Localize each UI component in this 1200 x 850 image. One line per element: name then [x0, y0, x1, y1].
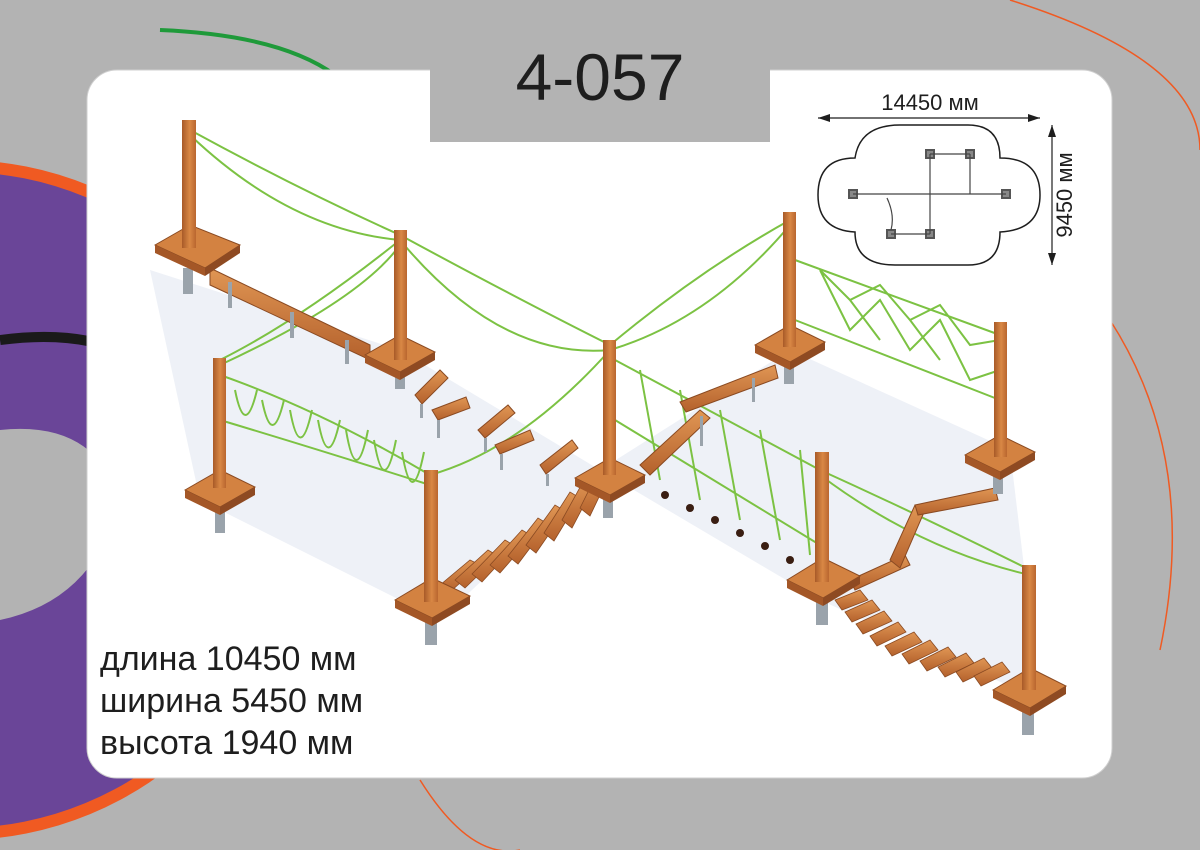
platform-side — [965, 455, 1000, 480]
rope — [219, 419, 431, 486]
specifications: длина 10450 мм ширина 5450 мм высота 194… — [100, 640, 363, 762]
post-footing — [784, 360, 794, 384]
zigzag-beam — [639, 409, 711, 476]
platform-side — [432, 596, 470, 626]
post-footing — [183, 268, 193, 294]
plan-width-label: 14450 мм — [881, 90, 979, 115]
rope — [819, 474, 1031, 576]
rope-nets — [189, 129, 1031, 576]
zigzag-beam — [679, 364, 779, 413]
rope — [189, 134, 401, 241]
stump-legs — [420, 404, 549, 486]
wooden-post — [603, 340, 616, 475]
platform-side — [787, 580, 823, 606]
dimension-arrow — [1048, 253, 1056, 265]
playground-illustration — [150, 120, 1068, 735]
dimension-arrow — [1028, 114, 1040, 122]
stepping-stumps — [414, 369, 579, 475]
wooden-post — [994, 322, 1007, 457]
post-footing — [603, 492, 613, 518]
rope — [189, 129, 401, 236]
plan-view: 14450 мм 9450 мм — [817, 90, 1077, 266]
post-footing — [215, 505, 225, 533]
wooden-post — [1022, 565, 1036, 690]
platform-side — [1030, 686, 1066, 716]
platform-side — [610, 475, 645, 503]
rope — [819, 469, 1031, 571]
post-footing — [993, 470, 1003, 494]
dimension-arrow — [1048, 125, 1056, 137]
platform-side — [790, 342, 825, 370]
platform-side — [365, 355, 400, 380]
posts — [153, 120, 1068, 735]
diamond-net-frame — [794, 259, 1001, 401]
rope — [399, 239, 611, 352]
platform-side — [575, 478, 610, 503]
rope — [219, 239, 401, 361]
platform-side — [1000, 452, 1035, 480]
platform-side — [823, 576, 860, 606]
rope — [609, 224, 791, 351]
wooden-post — [815, 452, 829, 582]
zigzag-beam-right — [914, 487, 999, 516]
wooden-post — [182, 120, 196, 248]
rope — [399, 234, 611, 346]
decor-arc-bottom — [419, 779, 520, 850]
suspension-bridge-right — [834, 589, 1011, 687]
platform-side — [220, 487, 255, 515]
plan-height-label: 9450 мм — [1052, 152, 1077, 237]
decor-arc-top-right — [1009, 0, 1200, 151]
wooden-post — [783, 212, 796, 347]
wooden-post — [213, 358, 226, 488]
title-tab — [430, 40, 770, 142]
platform-side — [395, 600, 432, 626]
spec-width: ширина 5450 мм — [100, 682, 363, 720]
dimension-arrow — [818, 114, 830, 122]
diamond-net — [819, 269, 1001, 382]
middle-net — [614, 359, 821, 556]
spec-height: высота 1940 мм — [100, 724, 353, 762]
platform-side — [155, 245, 205, 276]
platform-side — [755, 345, 790, 370]
model-number: 4-057 — [516, 40, 685, 114]
platform-side — [993, 690, 1030, 716]
spec-length: длина 10450 мм — [100, 640, 357, 678]
plan-outline — [817, 124, 1041, 266]
beam-legs — [228, 282, 349, 364]
zigzag-legs — [700, 378, 755, 446]
platform-side — [185, 490, 220, 515]
hanging-balls — [636, 476, 794, 564]
platform-side — [205, 245, 240, 276]
wooden-post — [424, 470, 438, 602]
rope — [219, 244, 401, 366]
decor-green-arc — [159, 28, 337, 77]
rope — [429, 349, 611, 476]
rope-loops — [234, 389, 425, 483]
wooden-post — [394, 230, 407, 360]
plan-line — [886, 197, 893, 231]
rope — [609, 219, 791, 346]
decor-arc-right — [1109, 319, 1174, 651]
platform-side — [400, 352, 435, 380]
